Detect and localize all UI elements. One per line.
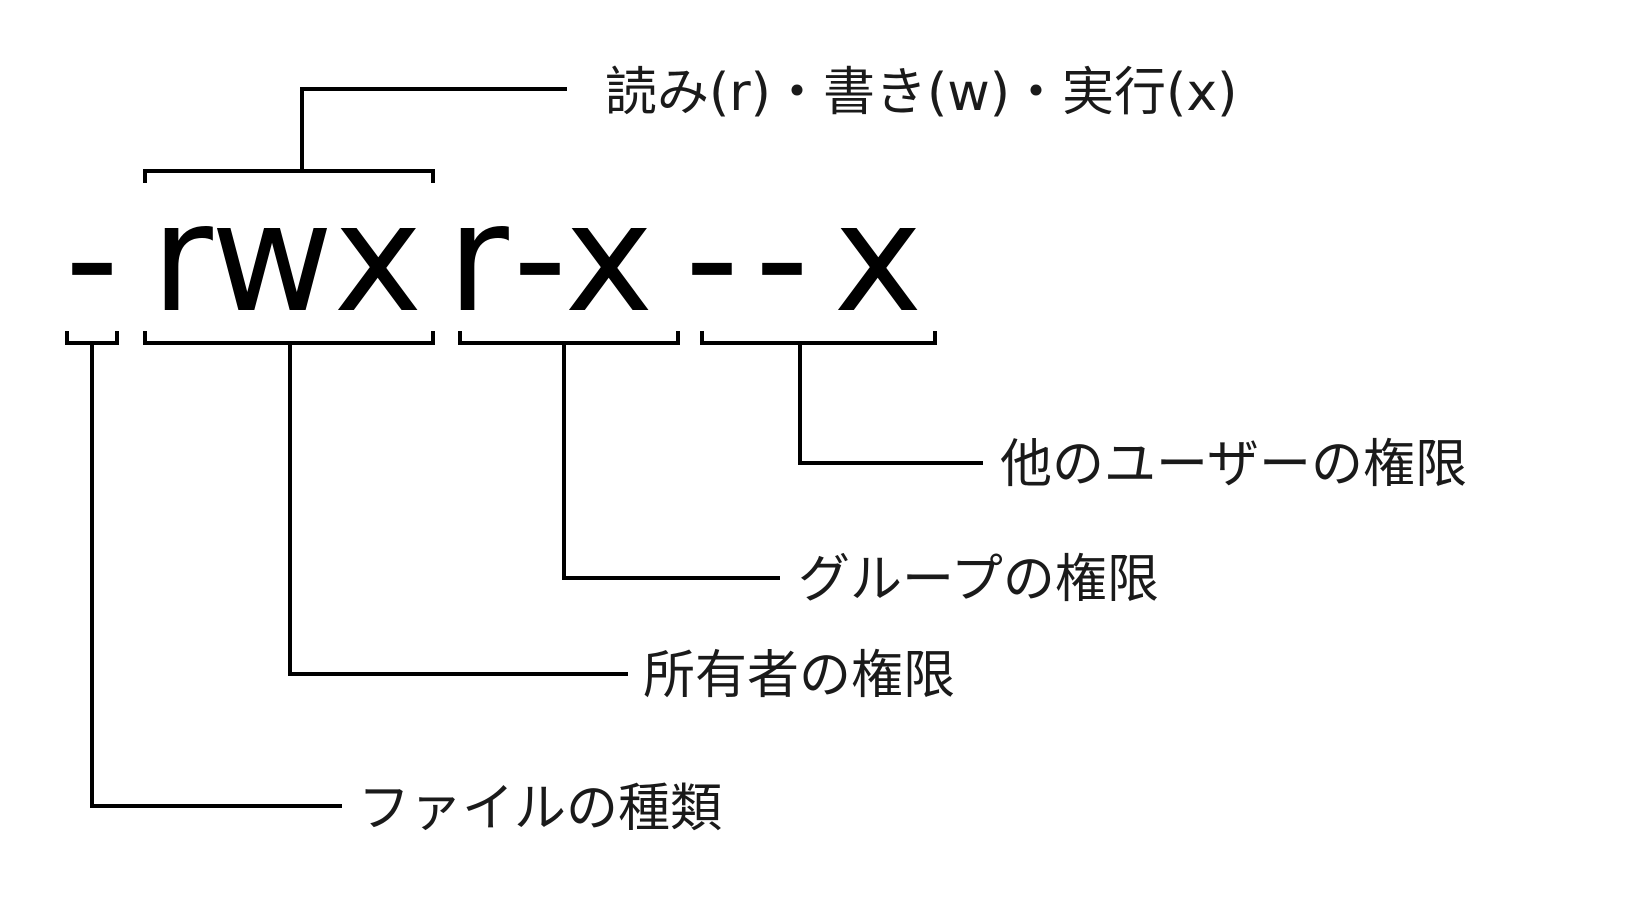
label-group: グループの権限: [798, 550, 1159, 610]
perm-char-group-read: r: [447, 172, 509, 346]
perm-char-file-type: -: [65, 172, 119, 346]
label-owner: 所有者の権限: [643, 646, 955, 706]
label-file-type: ファイルの種類: [358, 779, 722, 839]
perm-char-owner-write: w: [211, 172, 334, 346]
perm-char-owner-exec: x: [334, 172, 423, 346]
perm-char-other-read: -: [685, 172, 739, 346]
connector-owner: [288, 343, 628, 676]
connector-others: [798, 343, 983, 465]
perm-char-owner-read: r: [151, 172, 213, 346]
bracket-top-owner: [143, 169, 435, 183]
perm-char-other-write: -: [755, 172, 809, 346]
connector-top-label: [300, 87, 567, 171]
perm-char-other-exec: x: [834, 172, 923, 346]
bracket-group: [458, 331, 680, 345]
connector-group: [562, 343, 780, 580]
label-rwx-meaning: 読み(r)・書き(w)・実行(x): [605, 63, 1237, 123]
connector-file-type: [90, 343, 342, 808]
perm-char-group-write: -: [513, 172, 567, 346]
label-others: 他のユーザーの権限: [1000, 435, 1467, 495]
permission-string: - r w x r - x - - x: [65, 172, 922, 346]
bracket-others: [700, 331, 937, 345]
perm-char-group-exec: x: [565, 172, 654, 346]
